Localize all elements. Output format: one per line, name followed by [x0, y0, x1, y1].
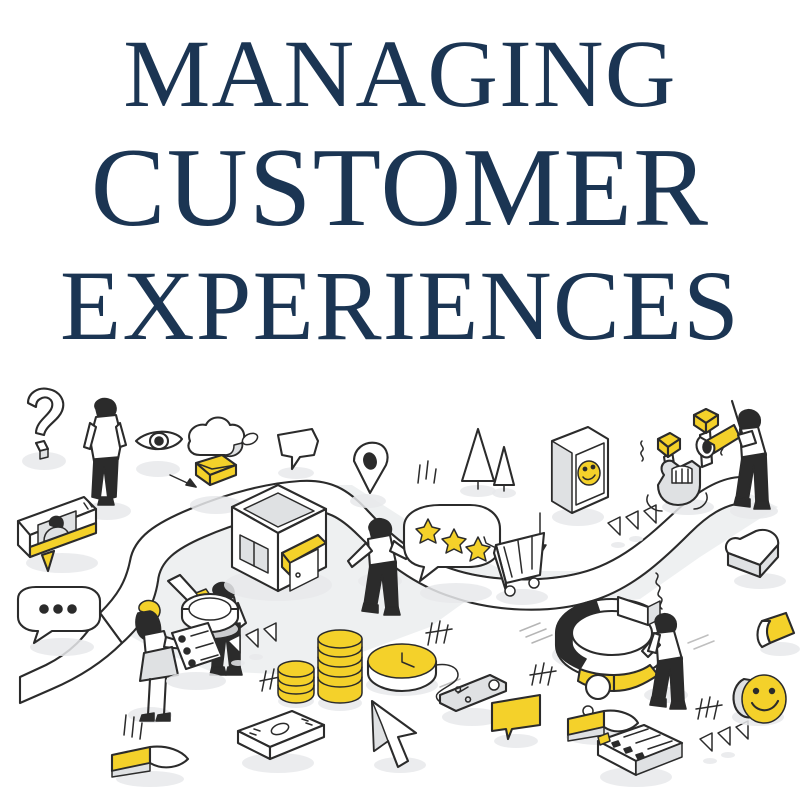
poster-title: MANAGING CUSTOMER EXPERIENCES	[0, 26, 800, 356]
map-pin-icon	[350, 441, 389, 508]
woman-person	[128, 599, 188, 723]
survey-form-icon	[596, 723, 684, 787]
banknote-icon	[236, 709, 326, 773]
smartphone-smiley-icon	[550, 425, 610, 526]
coin-stacks-icon	[277, 629, 363, 711]
tally-marks-right	[695, 696, 723, 720]
tally-marks-path	[425, 620, 453, 646]
play-triangles-icon	[227, 622, 277, 666]
hatch-accents	[439, 622, 715, 694]
man-person-center	[346, 517, 412, 616]
shopping-cart-icon	[483, 512, 548, 605]
title-line-3: EXPERIENCES	[60, 250, 740, 361]
play-triangles-bottom-icon	[699, 720, 749, 764]
tally-marks-left	[259, 668, 281, 692]
donut-chart-icon	[552, 595, 670, 717]
ribbon-icon-right	[756, 611, 800, 656]
percent-tag-icon	[438, 673, 508, 726]
cloud-icon	[187, 416, 246, 514]
tally-marks-mid	[529, 662, 557, 686]
envelope-icon	[194, 453, 238, 487]
megaphone-person	[695, 399, 778, 519]
ribbon-icon-left	[110, 745, 190, 787]
squiggle-icon	[655, 572, 663, 610]
question-mark-icon	[22, 387, 66, 470]
title-line-2: CUSTOMER	[90, 126, 710, 250]
star-rating-bubble-icon	[402, 503, 502, 603]
title-line-1: MANAGING	[123, 20, 677, 127]
cursor-arrow-icon	[370, 699, 426, 773]
speech-bubble-tiny-icon	[241, 432, 259, 446]
chat-bubble-dots-icon	[16, 585, 102, 656]
speech-bubble-small-icon	[276, 427, 320, 479]
tally-marks-center	[417, 460, 437, 484]
man-person-right	[640, 612, 688, 710]
standing-person-top	[82, 397, 131, 520]
profile-card-icon	[16, 495, 98, 573]
heart-icon	[724, 528, 786, 589]
play-triangles-right-icon	[607, 504, 657, 548]
tally-marks-bottom	[123, 714, 143, 740]
arrow-icon	[169, 474, 197, 488]
banner-speech-icon	[490, 693, 542, 748]
shop-building-icon	[224, 483, 332, 601]
tree-icon	[460, 427, 516, 498]
clock-icon	[366, 643, 463, 709]
journey-illustration	[0, 385, 800, 800]
eye-icon	[134, 430, 184, 477]
checklist-icon	[166, 621, 226, 690]
smiley-badge-icon	[732, 674, 787, 726]
